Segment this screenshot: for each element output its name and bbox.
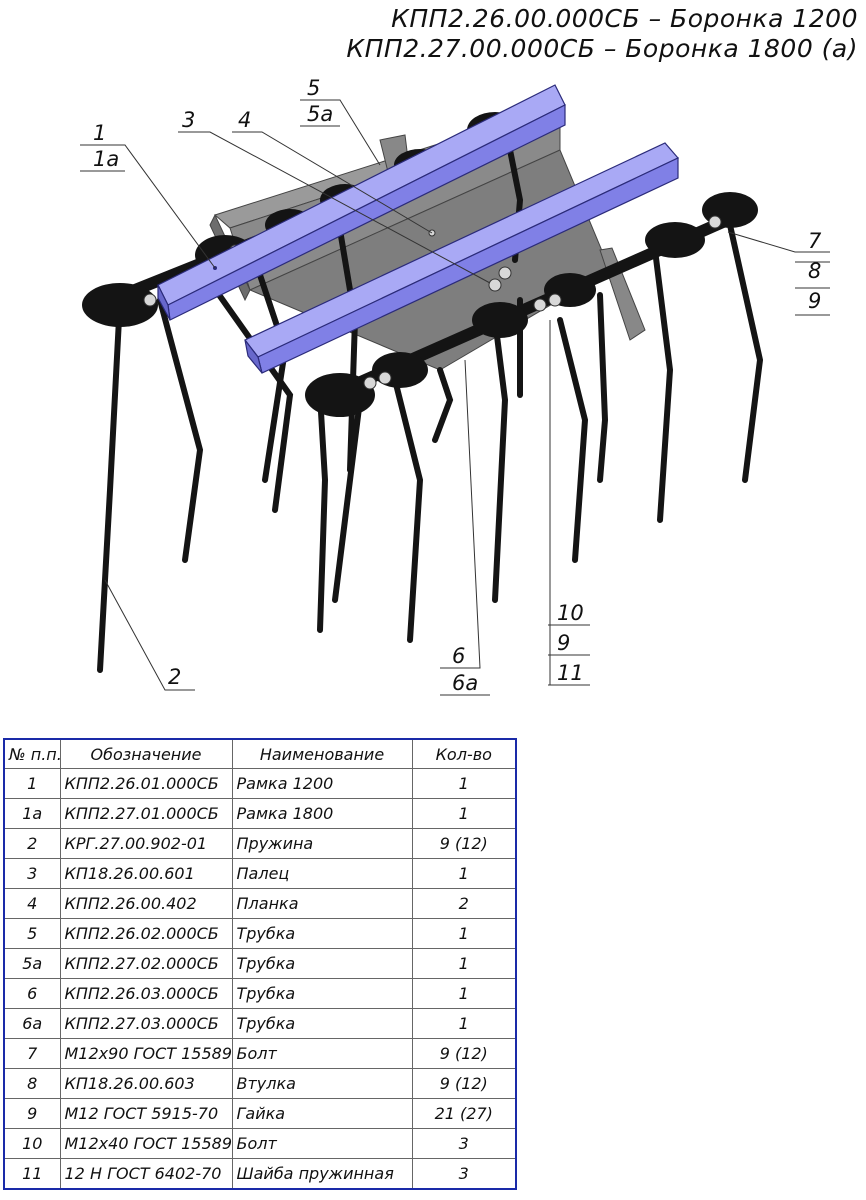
cell-quantity: 9 (12) — [411, 828, 517, 859]
callout-3: 3 — [182, 108, 195, 132]
frame-part-1 — [157, 84, 679, 374]
cell-designation: КПП2.27.01.000СБ — [59, 798, 233, 829]
cell-designation: КПП2.26.03.000СБ — [59, 978, 233, 1009]
cell-designation: КПП2.26.00.402 — [59, 888, 233, 919]
callout-1a: 1а — [93, 147, 119, 171]
cell-quantity: 3 — [411, 1128, 517, 1159]
cell-quantity: 1 — [411, 1008, 517, 1039]
cell-designation: КП18.26.00.603 — [59, 1068, 233, 1099]
drawing-title-line1: КПП2.26.00.000СБ – Боронка 1200 — [391, 4, 858, 33]
cell-quantity: 2 — [411, 888, 517, 919]
cell-number: 5а — [3, 948, 61, 979]
callout-4: 4 — [238, 108, 251, 132]
table-header-row: № п.п. Обозначение Наименование Кол-во — [3, 738, 517, 769]
cell-number: 1а — [3, 798, 61, 829]
cell-quantity: 1 — [411, 948, 517, 979]
header-quantity: Кол-во — [411, 738, 517, 769]
parts-list-table: № п.п. Обозначение Наименование Кол-во 1… — [3, 738, 517, 1190]
callout-9: 9 — [808, 289, 821, 313]
cell-number: 3 — [3, 858, 61, 889]
cell-name: Трубка — [231, 918, 413, 949]
cell-designation: КПП2.26.02.000СБ — [59, 918, 233, 949]
callout-10: 10 — [557, 601, 584, 625]
cell-quantity: 21 (27) — [411, 1098, 517, 1129]
cell-designation: 12 Н ГОСТ 6402-70 — [59, 1158, 233, 1190]
cell-number: 7 — [3, 1038, 61, 1069]
cell-name: Рамка 1800 — [231, 798, 413, 829]
cell-designation: М12х40 ГОСТ 15589-70 — [59, 1128, 233, 1159]
cell-name: Рамка 1200 — [231, 768, 413, 799]
cell-quantity: 1 — [411, 918, 517, 949]
assembly-drawing: 1 1а 3 4 5 5а 7 8 9 2 6 6а 10 9 11 — [80, 76, 830, 696]
cell-designation: М12 ГОСТ 5915-70 — [59, 1098, 233, 1129]
cell-name: Трубка — [231, 978, 413, 1009]
bolts-and-nuts — [143, 215, 722, 390]
cell-name: Шайба пружинная — [231, 1158, 413, 1190]
cell-name: Палец — [231, 858, 413, 889]
header-designation: Обозначение — [59, 738, 233, 769]
header-number: № п.п. — [3, 738, 61, 769]
cell-quantity: 1 — [411, 798, 517, 829]
drawing-title-line2: КПП2.27.00.000СБ – Боронка 1800 (а) — [346, 34, 858, 63]
leader-lines — [80, 99, 830, 696]
cell-quantity: 1 — [411, 978, 517, 1009]
cell-designation: КПП2.27.02.000СБ — [59, 948, 233, 979]
callout-5a: 5а — [307, 102, 333, 126]
cell-designation: КПП2.26.01.000СБ — [59, 768, 233, 799]
cell-quantity: 9 (12) — [411, 1038, 517, 1069]
cell-name: Пружина — [231, 828, 413, 859]
cell-number: 10 — [3, 1128, 61, 1159]
header-name: Наименование — [231, 738, 413, 769]
cell-number: 6а — [3, 1008, 61, 1039]
cell-quantity: 1 — [411, 768, 517, 799]
callout-11: 11 — [557, 661, 584, 685]
cell-name: Гайка — [231, 1098, 413, 1129]
cell-quantity: 9 (12) — [411, 1068, 517, 1099]
cell-name: Болт — [231, 1128, 413, 1159]
cell-number: 4 — [3, 888, 61, 919]
cell-designation: КП18.26.00.601 — [59, 858, 233, 889]
cell-designation: КРГ.27.00.902-01 — [59, 828, 233, 859]
cell-name: Трубка — [231, 948, 413, 979]
callout-7: 7 — [808, 229, 822, 253]
callout-8: 8 — [808, 259, 821, 283]
cell-quantity: 1 — [411, 858, 517, 889]
cell-quantity: 3 — [411, 1158, 517, 1190]
callout-6a: 6а — [452, 671, 478, 695]
cell-name: Трубка — [231, 1008, 413, 1039]
callout-6: 6 — [452, 644, 465, 668]
cell-name: Болт — [231, 1038, 413, 1069]
cell-number: 6 — [3, 978, 61, 1009]
cell-number: 5 — [3, 918, 61, 949]
callout-9b: 9 — [557, 631, 570, 655]
callout-5: 5 — [307, 76, 320, 100]
cell-name: Планка — [231, 888, 413, 919]
cell-designation: КПП2.27.03.000СБ — [59, 1008, 233, 1039]
cell-number: 1 — [3, 768, 61, 799]
callout-1: 1 — [93, 121, 106, 145]
callout-2: 2 — [168, 665, 181, 689]
cell-number: 11 — [3, 1158, 61, 1190]
cell-designation: М12х90 ГОСТ 15589-70 — [59, 1038, 233, 1069]
cell-name: Втулка — [231, 1068, 413, 1099]
cell-number: 2 — [3, 828, 61, 859]
cell-number: 9 — [3, 1098, 61, 1129]
cell-number: 8 — [3, 1068, 61, 1099]
